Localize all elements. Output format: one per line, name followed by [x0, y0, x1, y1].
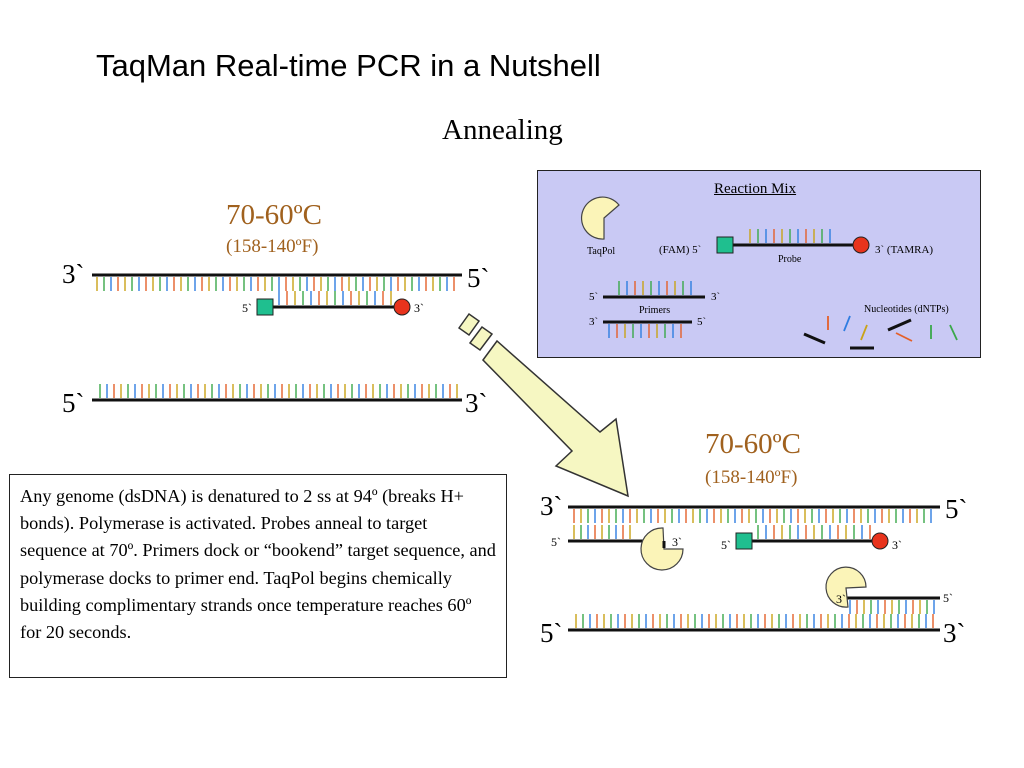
left-top-strand-right-end: 5`: [467, 263, 490, 293]
nucleotides-icon: [803, 315, 958, 350]
explanation-note: Any genome (dsDNA) is denatured to 2 ss …: [9, 474, 507, 678]
right-temp-fahrenheit: (158-140ºF): [705, 467, 798, 488]
mix-probe-right-label: 3` (TAMRA): [875, 244, 934, 256]
base-ticks: [96, 277, 935, 628]
mix-probe-left-label: (FAM) 5`: [659, 244, 702, 256]
mix-primer2-left: 3`: [589, 316, 599, 328]
left-tamra-quencher-icon: [393, 298, 411, 316]
right-tamra-quencher-icon: [871, 532, 889, 550]
mix-primer2-right: 5`: [697, 316, 707, 328]
right-primer-bottom-right-end: 5`: [943, 591, 953, 605]
mix-probe-label: Probe: [778, 254, 802, 265]
nucleotides-label: Nucleotides (dNTPs): [864, 304, 949, 315]
process-arrow-icon: [457, 312, 629, 498]
reaction-mix-title: Reaction Mix: [714, 181, 797, 197]
right-temp-celsius: 70-60ºC: [705, 428, 801, 460]
right-probe-right-end: 3`: [892, 538, 902, 552]
right-bottom-strand-left-end: 5`: [540, 618, 563, 648]
left-temp-celsius: 70-60ºC: [226, 199, 322, 231]
left-fam-reporter-icon: [256, 298, 274, 316]
right-primer-bottom-left-end: 3`: [836, 592, 846, 606]
right-primer-top-left-end: 5`: [551, 535, 561, 549]
mix-primers-label: Primers: [639, 305, 671, 316]
left-bottom-strand-left-end: 5`: [62, 388, 85, 418]
step-title: Annealing: [442, 114, 563, 146]
right-fam-reporter-icon: [735, 532, 753, 550]
mix-primer1-left: 5`: [589, 291, 599, 303]
left-temp-fahrenheit: (158-140ºF): [226, 236, 319, 257]
right-bottom-strand-right-end: 3`: [943, 618, 966, 648]
mix-primer1-right: 3`: [711, 291, 721, 303]
right-taqpol-top-icon: [640, 527, 684, 571]
slide-title: TaqMan Real-time PCR in a Nutshell: [96, 48, 601, 83]
left-probe-left-end: 5`: [242, 301, 252, 315]
right-top-strand-right-end: 5`: [945, 494, 968, 524]
right-probe-left-end: 5`: [721, 538, 731, 552]
right-top-strand-left-end: 3`: [540, 491, 563, 521]
strands: [92, 243, 940, 632]
left-top-strand-left-end: 3`: [62, 259, 85, 289]
taqpol-icon: [580, 196, 620, 240]
left-probe-right-end: 3`: [414, 301, 424, 315]
right-primer-top-right-end: 3`: [672, 535, 682, 549]
left-bottom-strand-right-end: 3`: [465, 388, 488, 418]
taqpol-label: TaqPol: [587, 246, 616, 257]
right-taqpol-bottom-icon: [825, 566, 867, 608]
